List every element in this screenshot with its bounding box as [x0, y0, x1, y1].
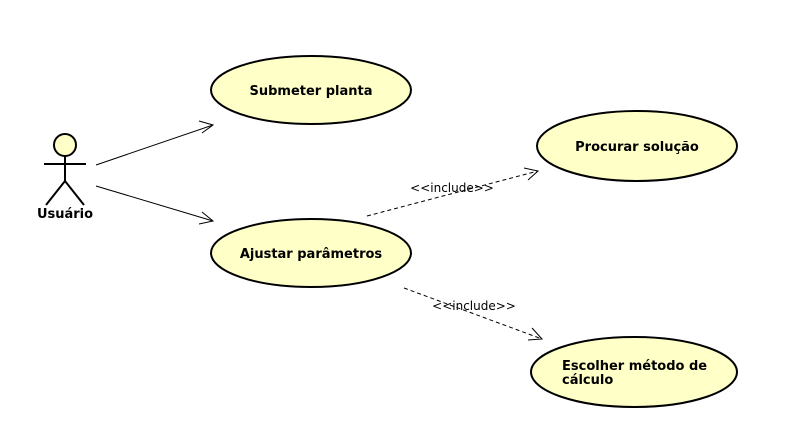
actor-usuario[interactable]: Usuário: [37, 133, 93, 222]
use-case-label: Ajustar parâmetros: [240, 247, 383, 262]
use-case-choose-method[interactable]: Escolher método de cálculo: [530, 336, 738, 408]
use-case-adjust-params[interactable]: Ajustar parâmetros: [210, 218, 412, 288]
include-label-1: <<include>>: [410, 181, 494, 195]
use-case-label-line1: Escolher método de: [562, 359, 707, 374]
actor-right-leg: [64, 180, 85, 206]
use-case-submit-plan[interactable]: Submeter planta: [210, 55, 412, 125]
actor-label: Usuário: [37, 207, 93, 222]
use-case-find-solution[interactable]: Procurar solução: [536, 110, 738, 182]
use-case-label: Procurar solução: [575, 140, 699, 155]
use-case-label-line2: cálculo: [562, 373, 613, 388]
include-relation-choose-method: <<include>>: [403, 287, 544, 341]
actor-head: [53, 133, 77, 157]
include-label-2: <<include>>: [432, 299, 516, 313]
association-submit: [95, 120, 215, 166]
actor-left-leg: [45, 180, 66, 206]
use-case-label: Submeter planta: [249, 84, 372, 99]
include-relation-find-solution: <<include>>: [366, 167, 540, 217]
association-adjust: [95, 185, 215, 225]
